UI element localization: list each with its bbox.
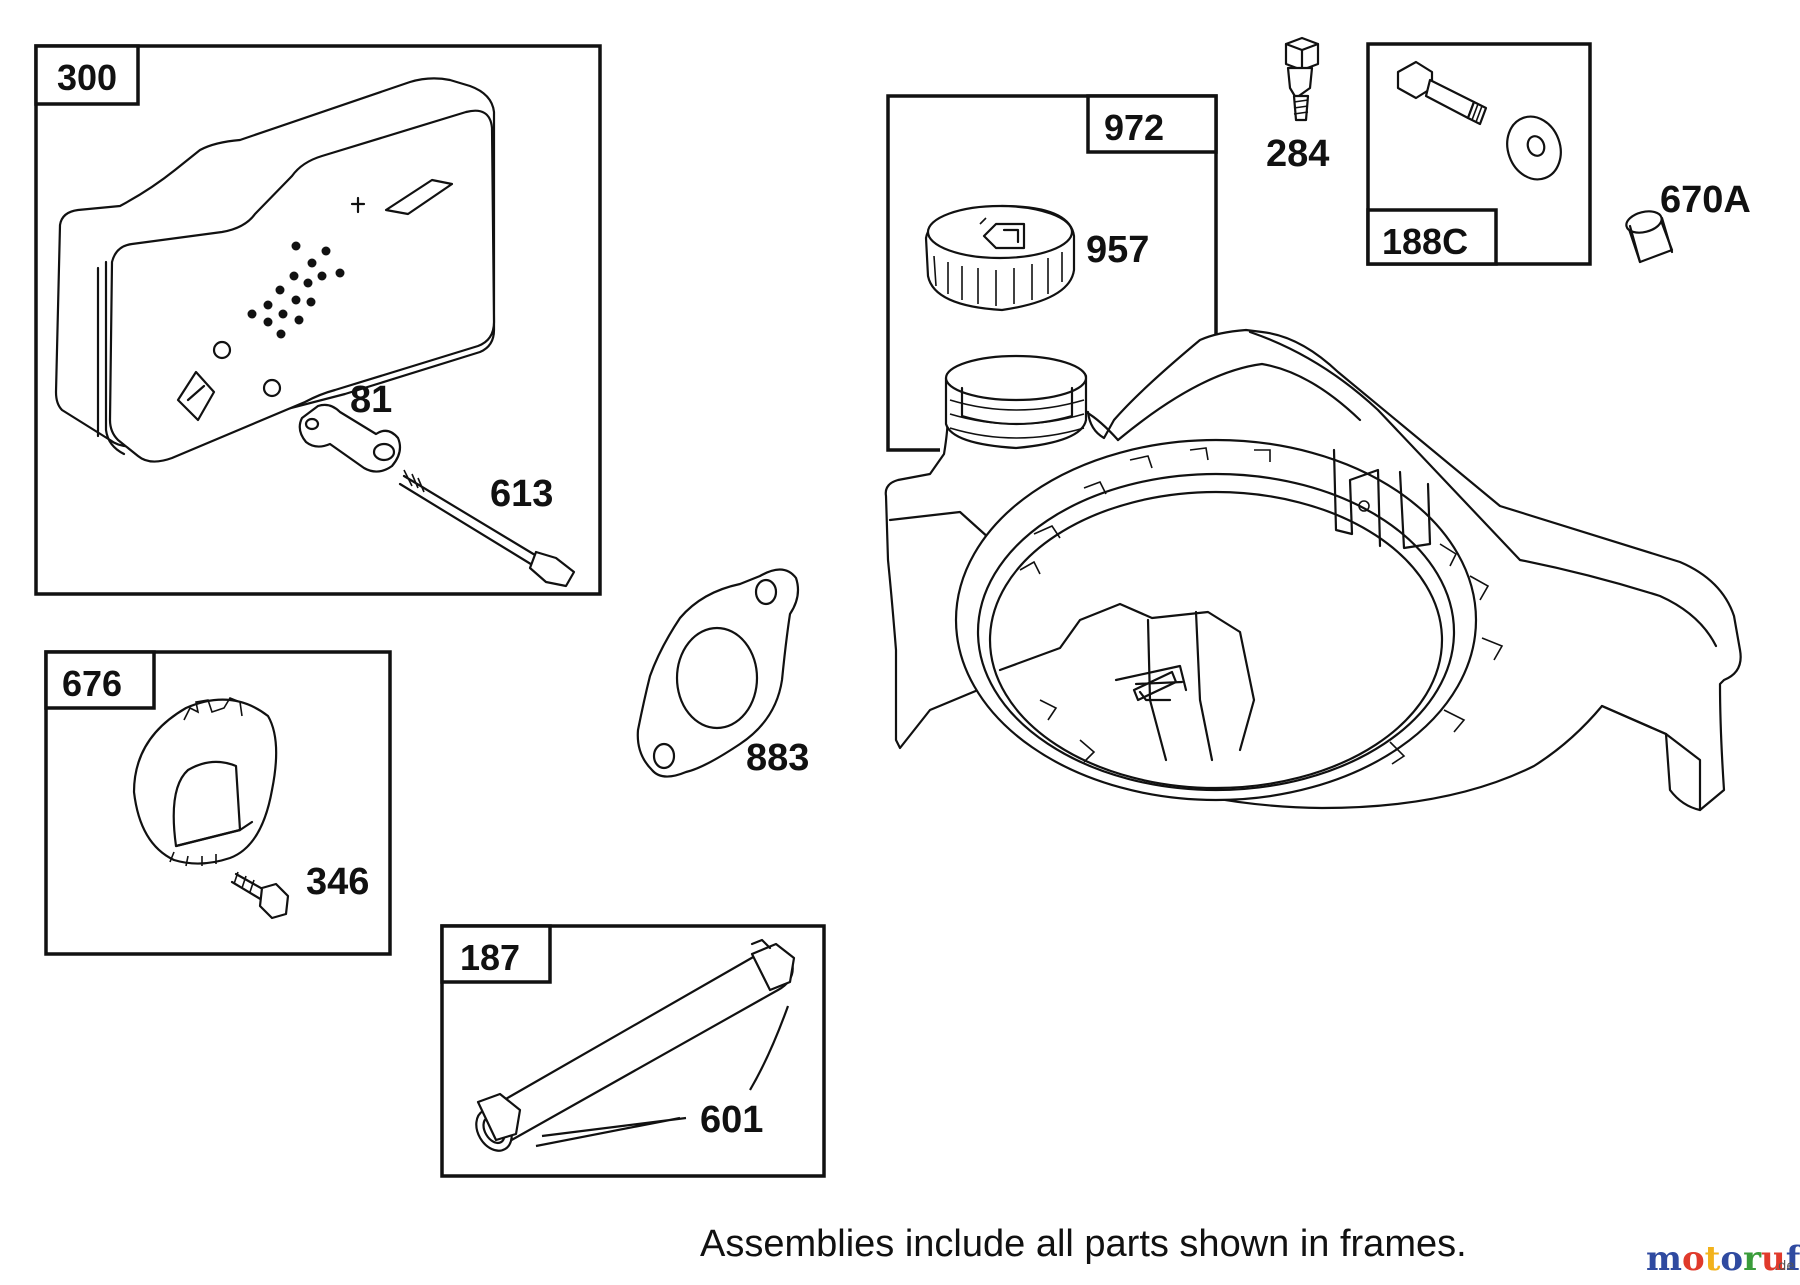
watermark-letter: o: [1682, 1239, 1705, 1279]
part-613-bolt: [398, 469, 576, 588]
part-284-label: 284: [1266, 133, 1329, 175]
part-601-label: 601: [700, 1099, 763, 1141]
watermark-letter: m: [1646, 1239, 1682, 1279]
watermark-letter: t: [1705, 1239, 1721, 1279]
part-346-label: 346: [306, 861, 369, 903]
assembly-300-frame[interactable]: 300: [34, 44, 602, 596]
part-284-screw: [1284, 36, 1320, 122]
assembly-676-frame[interactable]: 676: [44, 650, 392, 956]
assemblies-note: Assemblies include all parts shown in fr…: [700, 1223, 1467, 1265]
assembly-187-label: 187: [460, 937, 520, 978]
watermark-letter: u: [1761, 1239, 1786, 1279]
assembly-972-frame[interactable]: 972: [886, 94, 1218, 452]
part-957-fuel-cap: [924, 204, 1076, 312]
part-670a-bushing: [1625, 210, 1674, 264]
fitting-188c-drawing: [1396, 60, 1562, 181]
assembly-300-label: 300: [57, 57, 117, 98]
watermark-suffix: .de: [1774, 1259, 1794, 1274]
assembly-188c-frame[interactable]: 188C: [1366, 42, 1592, 266]
part-601-leader-upper: [749, 1005, 790, 1091]
deflector-plate-drawing: [132, 697, 278, 867]
part-613-label: 613: [490, 473, 553, 515]
part-81-label: 81: [350, 379, 392, 421]
part-670a-label: 670A: [1660, 179, 1751, 221]
assembly-972-label: 972: [1104, 107, 1164, 148]
watermark-letter: f: [1786, 1239, 1800, 1279]
assembly-188c-label: 188C: [1382, 221, 1468, 262]
part-346-screw: [230, 871, 290, 920]
part-883-gasket: [636, 568, 800, 778]
part-957-label: 957: [1086, 229, 1149, 271]
assembly-187-frame[interactable]: 187: [440, 924, 826, 1178]
watermark-text: motoruf: [1646, 1239, 1800, 1279]
fuel-tank-drawing: [884, 328, 1742, 812]
part-81-plate: [298, 403, 402, 473]
part-601-leader-lower: [535, 1116, 687, 1148]
watermark-logo: motoruf .de: [1646, 1239, 1800, 1279]
assembly-676-label: 676: [62, 663, 122, 704]
muffler-drawing: [54, 77, 496, 463]
watermark-letter: r: [1743, 1239, 1762, 1279]
watermark-letter: o: [1720, 1239, 1743, 1279]
fuel-hose-drawing: [475, 938, 796, 1152]
part-883-label: 883: [746, 737, 809, 779]
